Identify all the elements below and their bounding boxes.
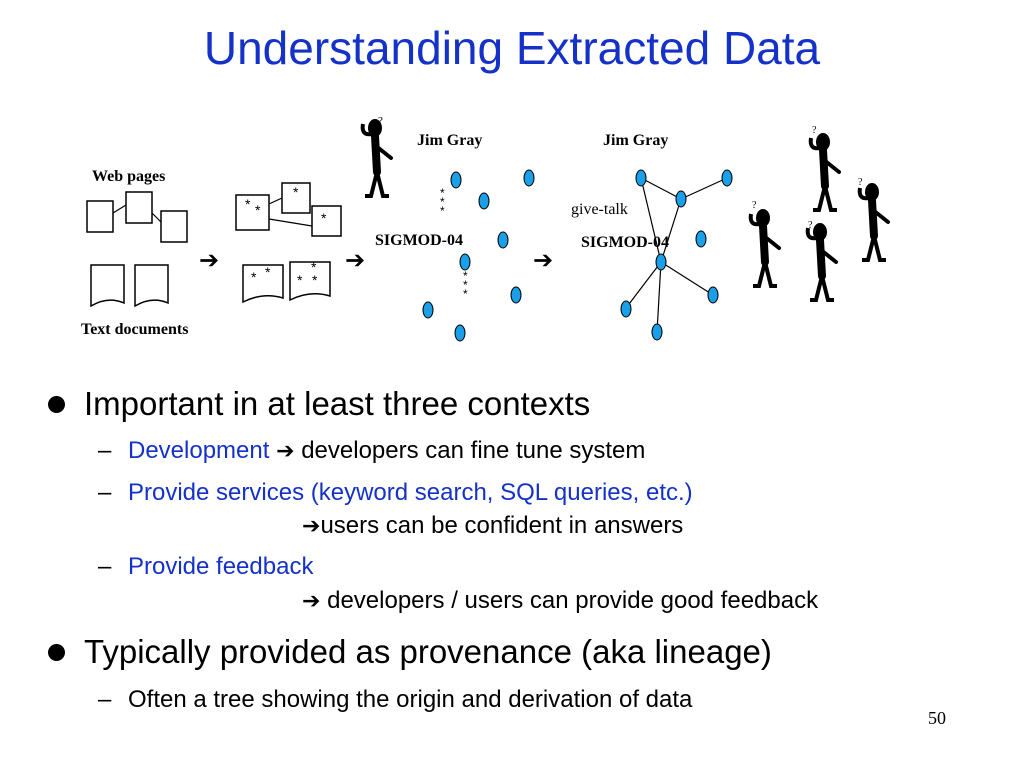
graph-node [707,286,719,304]
text-documents-label: Text documents [81,321,188,338]
web-page-box [160,210,188,243]
thinking-person-icon [751,209,779,286]
sub-bullet-highlight: Provide feedback [128,553,314,580]
text-document [134,264,169,308]
sub-bullet-text: users can be confident in answers [320,512,684,539]
extraction-diagram: Web pages Text documents ➔ * * * * * * *… [81,115,1024,342]
arrow-icon: ➔ [199,247,219,274]
sub-bullet-highlight: Provide services (keyword search, SQL qu… [128,479,693,506]
thinking-person-icon [860,183,888,260]
star-mark: * [321,210,327,226]
web-page-box [281,182,311,214]
sub-bullet-item: Provide services (keyword search, SQL qu… [128,478,693,508]
web-page-box [125,191,153,224]
graph-node [655,253,667,271]
graph-node [450,171,462,189]
star-mark: * [312,272,318,288]
sub-bullet-dash: – [98,686,112,713]
sub-bullet-dash: – [98,437,112,464]
arrow-icon: ➔ [276,438,295,463]
node-group [620,169,733,341]
web-link [112,204,127,214]
question-mark: ? [858,177,863,188]
question-mark: ? [378,115,383,127]
sub-bullet-item: Provide feedback [128,552,313,582]
entity-label: Jim Gray [417,132,482,149]
thinking-person-icon [363,119,391,196]
sub-bullet-dash: – [98,553,112,580]
star-mark: * [311,259,317,275]
web-pages-label: Web pages [92,168,165,185]
star-mark: * [265,264,271,280]
web-link [268,197,283,205]
thinking-person-icon [811,133,839,210]
conference-label: SIGMOD-04 [375,232,463,249]
graph-node [523,169,535,187]
sub-bullet-continuation: ➔ developers / users can provide good fe… [302,586,818,616]
star-mark: * [440,204,445,218]
sub-bullet-continuation: ➔users can be confident in answers [302,511,683,541]
conference-label: SIGMOD-04 [581,234,669,251]
page-number: 50 [928,708,946,728]
arrow-icon: ➔ [302,513,321,538]
graph-node [510,286,522,304]
star-mark: * [440,195,445,209]
graph-node [620,300,632,318]
web-page-box [86,200,114,233]
arrow-icon: ➔ [345,247,365,274]
provenance-edges [625,177,728,333]
star-mark: * [463,269,468,283]
star-mark: * [293,184,299,200]
graph-node [651,323,663,341]
edge-label: give-talk [571,201,628,218]
graph-node [497,231,509,249]
graph-node [454,324,466,342]
sub-bullet-highlight: Development [128,437,270,464]
sub-bullet-dash: – [98,479,112,506]
sub-bullet-text: Often a tree showing the origin and deri… [128,686,693,713]
star-mark: * [251,269,257,285]
graph-node [478,192,490,210]
entity-label: Jim Gray [603,132,668,149]
text-document [242,264,284,304]
arrow-icon: ➔ [302,588,321,613]
graph-node [635,169,647,187]
bullet-text: Important in at least three contexts [84,385,591,422]
question-mark: ? [752,200,757,211]
star-mark: * [255,202,261,218]
arrow-icon: ➔ [533,247,553,274]
sub-bullet-item: Development ➔ developers can fine tune s… [128,436,645,466]
bullet-dot [48,396,65,413]
graph-node [695,230,707,248]
star-mark: * [297,272,303,288]
text-document [289,261,331,302]
bullet-dot [48,644,65,661]
graph-node [721,169,733,187]
sub-bullet-item: Often a tree showing the origin and deri… [128,685,692,715]
sub-bullet-text: developers / users can provide good feed… [327,587,819,614]
star-mark: * [245,196,251,212]
web-page-box [311,205,342,237]
web-page-box [235,194,270,231]
slide-title: Understanding Extracted Data [203,22,821,74]
question-mark: ? [808,220,813,231]
star-mark: * [463,278,468,292]
star-mark: * [463,287,468,301]
web-link [268,218,313,227]
sub-bullet-text: developers can fine tune system [301,437,646,464]
question-mark: ? [812,125,817,136]
thinking-person-icon [808,223,836,300]
text-document [90,264,125,308]
graph-node [459,253,471,271]
star-mark: * [440,186,445,200]
web-link [151,212,162,223]
node-group [422,169,535,342]
graph-node [422,301,434,319]
graph-node [675,190,687,208]
bullet-text: Typically provided as provenance (aka li… [84,633,772,670]
